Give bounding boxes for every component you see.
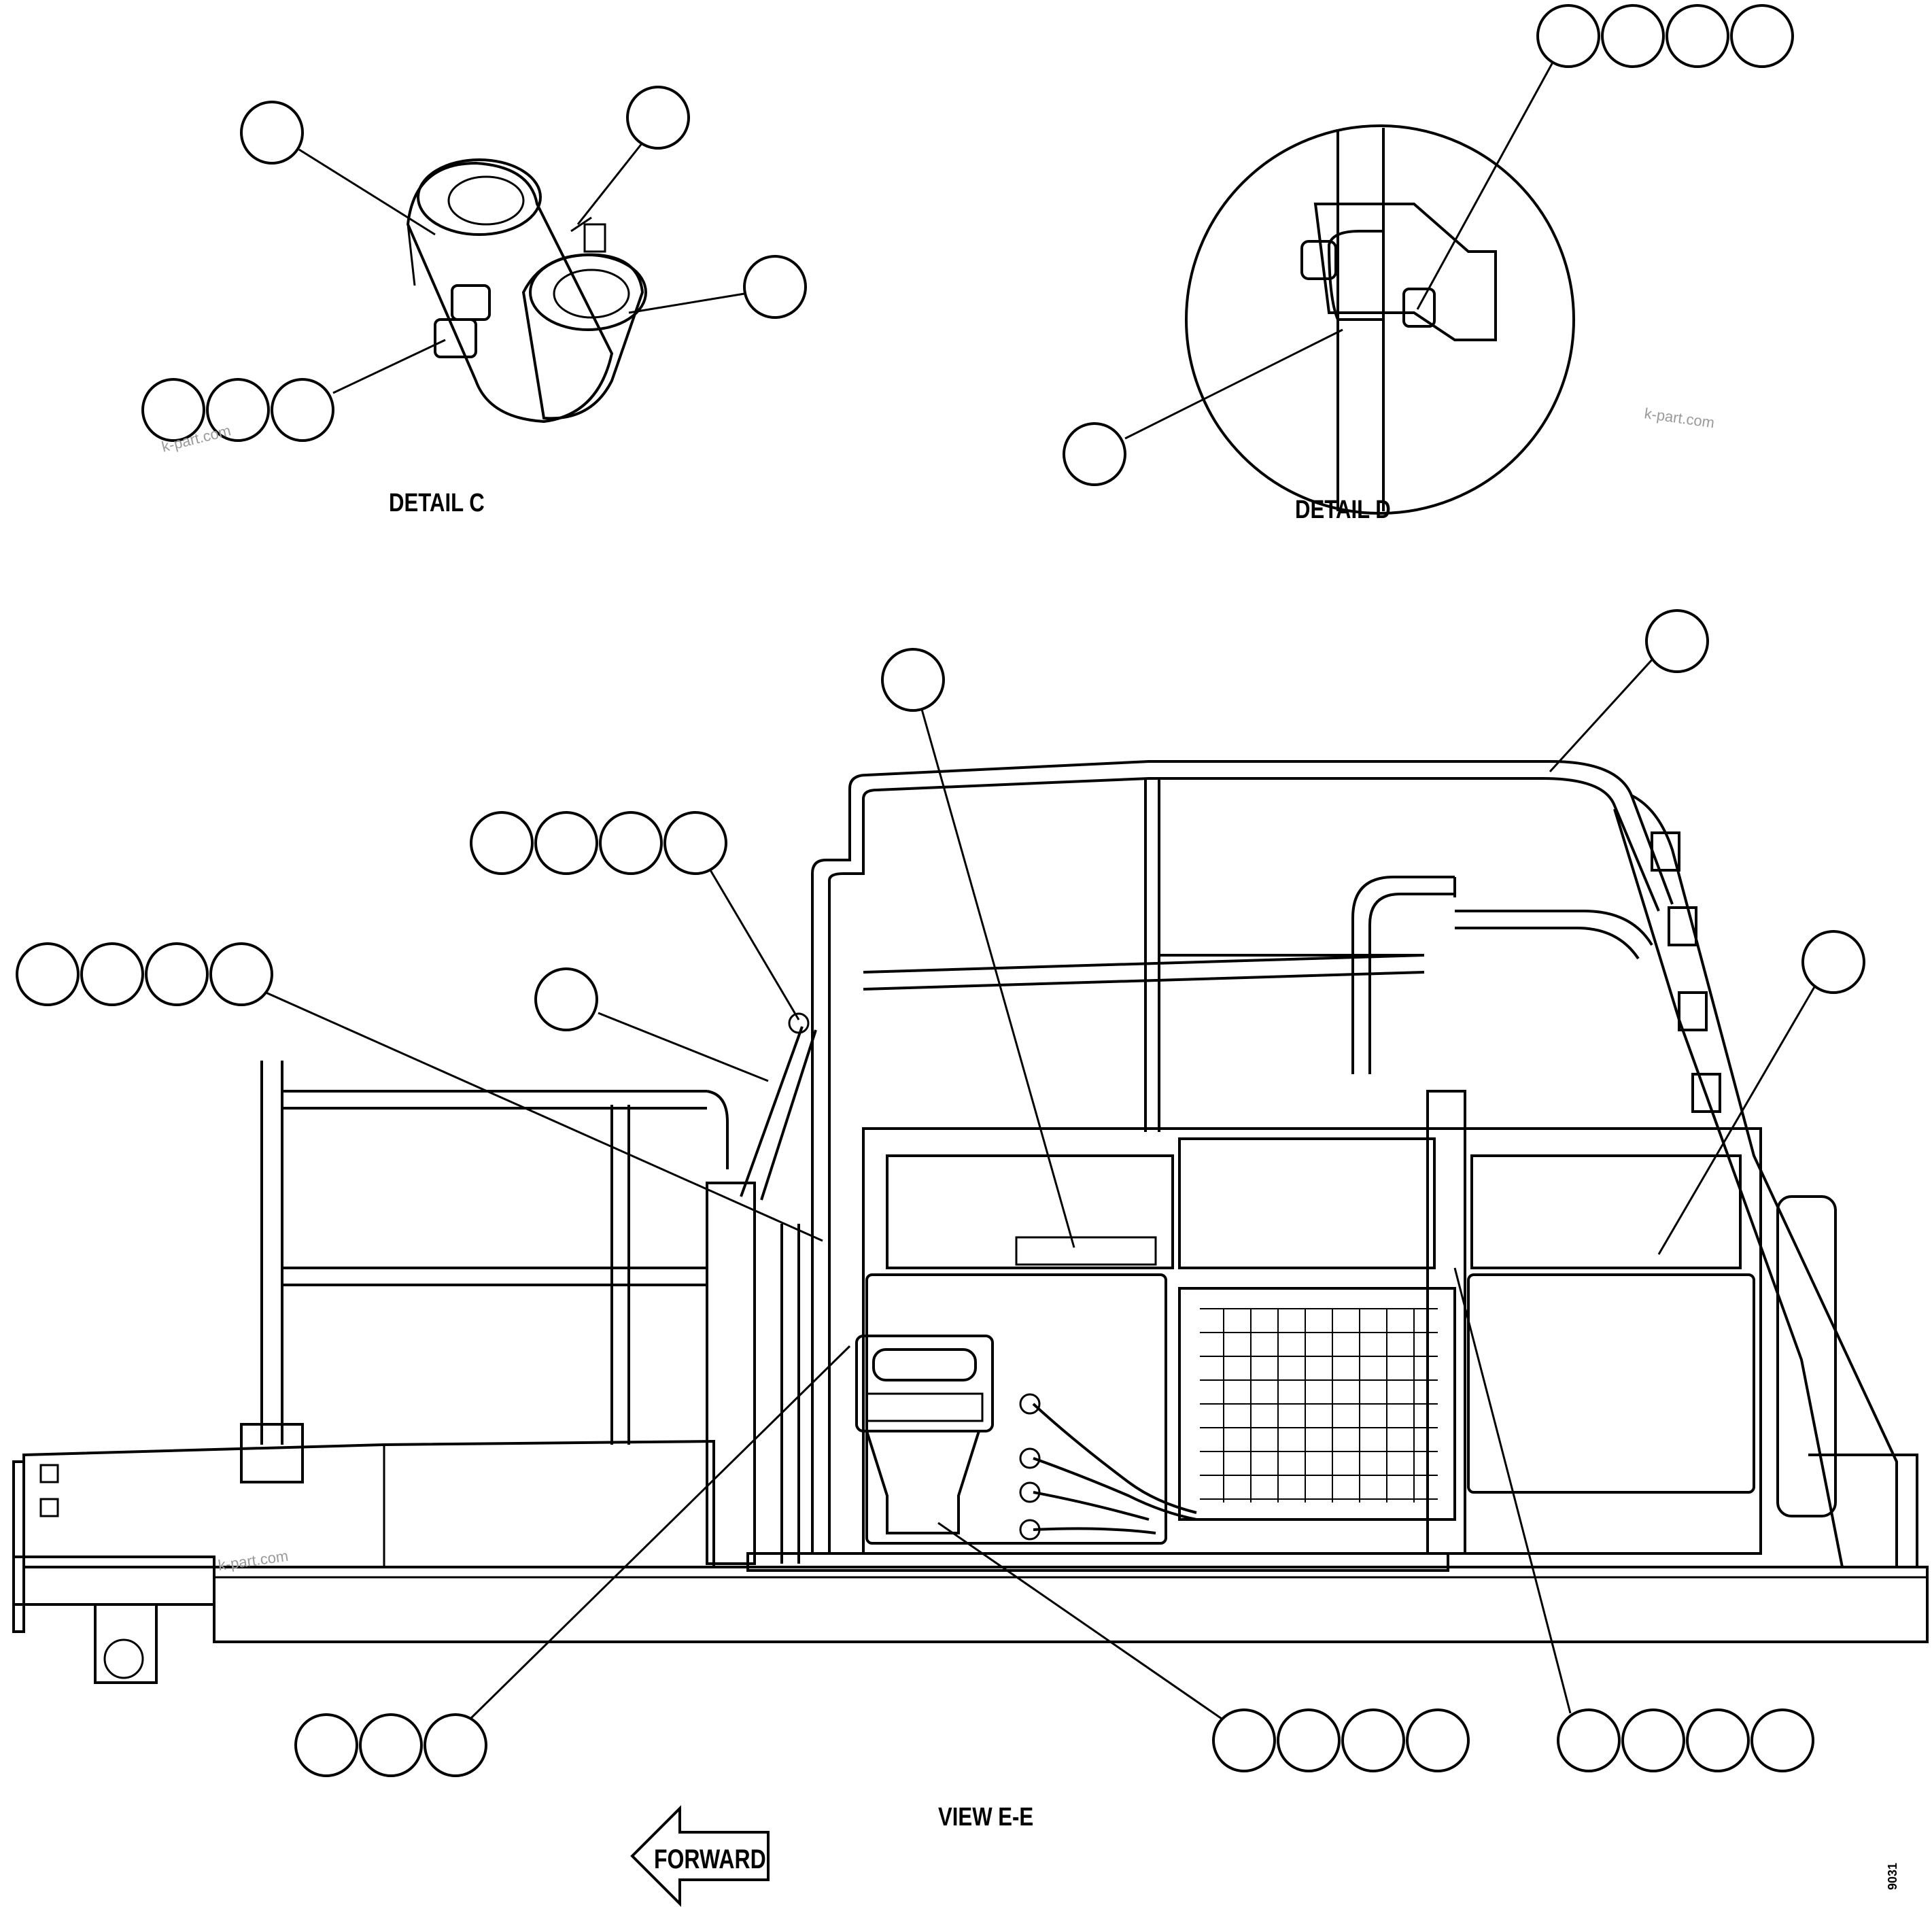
callout-bubble bbox=[16, 942, 80, 1006]
callout-bubble bbox=[626, 86, 690, 150]
callout-bubble bbox=[1601, 4, 1665, 68]
callout-bubble bbox=[80, 942, 144, 1006]
detail-d-callouts bbox=[1063, 4, 1794, 486]
detail-c-label: DETAIL C bbox=[389, 489, 485, 517]
callout-bubble bbox=[599, 811, 663, 875]
callout-bubble bbox=[1557, 1708, 1621, 1772]
callout-bubble bbox=[294, 1713, 358, 1777]
callout-bubble bbox=[1536, 4, 1600, 68]
callout-bubble bbox=[206, 378, 270, 442]
detail-c-callouts bbox=[141, 86, 807, 442]
callout-bubble bbox=[424, 1713, 487, 1777]
callout-bubble bbox=[470, 811, 534, 875]
callout-bubble bbox=[359, 1713, 423, 1777]
callout-bubble bbox=[1666, 4, 1729, 68]
forward-label: FORWARD bbox=[654, 1844, 766, 1874]
callout-bubble bbox=[1750, 1708, 1814, 1772]
detail-d-label: DETAIL D bbox=[1295, 496, 1391, 524]
callout-bubble bbox=[141, 378, 205, 442]
callout-bubble bbox=[1645, 609, 1709, 673]
callout-bubble bbox=[240, 101, 304, 165]
view-ee-callouts bbox=[16, 609, 1865, 1777]
callout-bubble bbox=[209, 942, 273, 1006]
callout-bubble bbox=[743, 255, 807, 319]
detail-d-drawing bbox=[1185, 124, 1575, 515]
callout-bubble bbox=[1277, 1708, 1341, 1772]
callout-bubble bbox=[1212, 1708, 1276, 1772]
callout-bubble bbox=[1686, 1708, 1750, 1772]
detail-c-drawing bbox=[406, 158, 647, 424]
callout-bubble bbox=[1730, 4, 1794, 68]
drawing-number: 9031 bbox=[1886, 1863, 1899, 1890]
callout-bubble bbox=[534, 967, 598, 1031]
callout-bubble bbox=[1801, 930, 1865, 994]
callout-bubble bbox=[1341, 1708, 1405, 1772]
watermark: k-part.com bbox=[1643, 405, 1715, 431]
callout-bubble bbox=[534, 811, 598, 875]
callout-bubble bbox=[663, 811, 727, 875]
callout-bubble bbox=[881, 648, 945, 712]
forward-arrow bbox=[630, 1805, 770, 1907]
callout-bubble bbox=[1406, 1708, 1470, 1772]
view-ee-drawing bbox=[12, 760, 1929, 1684]
watermark: k-part.com bbox=[217, 1547, 289, 1574]
callout-bubble bbox=[145, 942, 209, 1006]
callout-bubble bbox=[1063, 422, 1126, 486]
callout-bubble bbox=[271, 378, 334, 442]
callout-bubble bbox=[1621, 1708, 1685, 1772]
view-ee-label: VIEW E-E bbox=[938, 1803, 1033, 1832]
